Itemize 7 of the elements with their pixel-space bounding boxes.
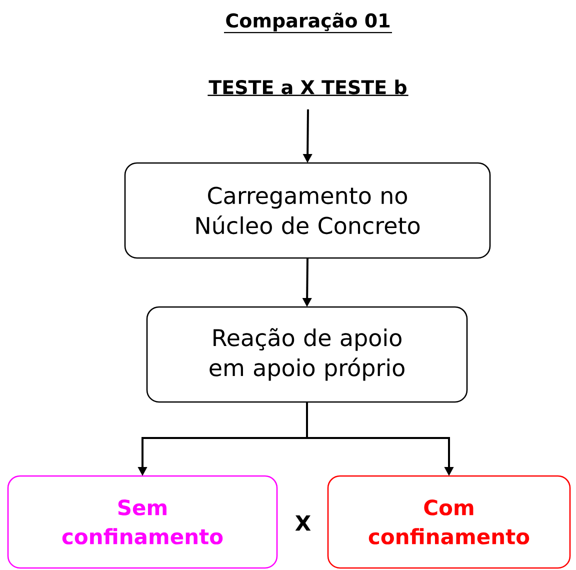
process-box: Reação de apoio em apoio próprio [146,306,468,403]
result-box: Sem confinamento [7,475,278,569]
process-box: Carregamento no Núcleo de Concreto [124,162,491,259]
heading-text: TESTE a X TESTE b [208,80,408,96]
result-box: Com confinamento [327,475,571,569]
title: Comparação 01 [224,12,392,34]
versus-label: X [295,515,311,531]
